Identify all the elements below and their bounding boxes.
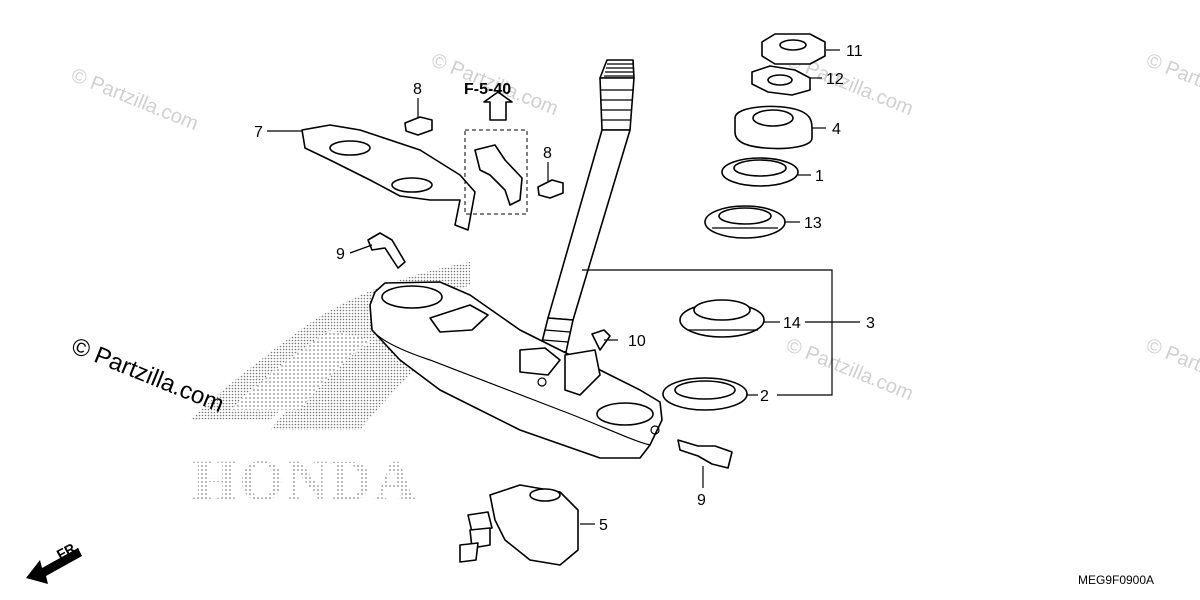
part-2-dust-seal: [662, 377, 748, 411]
callout-9: 9: [697, 492, 706, 509]
callout-2: 2: [760, 388, 769, 405]
part-13-bearing: [704, 205, 786, 239]
bolt-9-left: [367, 232, 406, 269]
part-5-ignition-switch: [459, 484, 579, 566]
callout-8: 8: [413, 81, 422, 98]
bolt-8-right: [537, 179, 564, 199]
front-label: FR.: [54, 538, 81, 563]
watermark-text: © Partzilla.com: [68, 64, 201, 135]
callout-9: 9: [336, 246, 345, 263]
front-arrow: FR.: [26, 538, 82, 584]
bottom-bridge: [369, 281, 663, 459]
part-1-dust-seal: [721, 157, 799, 187]
honda-logo-text: HONDA: [192, 448, 418, 513]
part-4-adjusting-nut: [734, 105, 813, 150]
callout-13: 13: [804, 215, 822, 232]
bolt-8-left: [404, 116, 433, 136]
callout-14: 14: [783, 315, 801, 332]
part-12-washer: [751, 65, 811, 96]
callouts: 7 8 8 9 10 11 12 4 1 13 14 3 2 9 5: [254, 43, 875, 534]
reference-inset: F-5-40: [464, 81, 528, 215]
watermark-main: © Partzilla.com: [68, 333, 228, 419]
part-14-bearing: [679, 299, 765, 338]
watermarks: © Partzilla.com © Partzilla.com © Partzi…: [68, 49, 1200, 405]
callout-5: 5: [599, 517, 608, 534]
callout-3: 3: [866, 315, 875, 332]
part-7-bracket: [301, 124, 476, 231]
callout-10: 10: [628, 333, 646, 350]
watermark-text: © Partzilla.com: [1143, 49, 1200, 120]
callout-1: 1: [815, 168, 824, 185]
reference-label: F-5-40: [464, 81, 511, 98]
callout-12: 12: [826, 71, 844, 88]
callout-4: 4: [832, 121, 841, 138]
bolt-9-right: [677, 439, 733, 469]
part-11-locknut: [761, 33, 826, 65]
screw-10: [591, 329, 611, 351]
steering-stem: [539, 59, 635, 353]
callout-7: 7: [254, 124, 263, 141]
leader-lines: [267, 49, 860, 525]
diagram-code: MEG9F0900A: [1078, 573, 1154, 587]
callout-8: 8: [543, 145, 552, 162]
callout-11: 11: [846, 43, 863, 60]
watermark-text: © Partzilla.com: [1143, 334, 1200, 405]
